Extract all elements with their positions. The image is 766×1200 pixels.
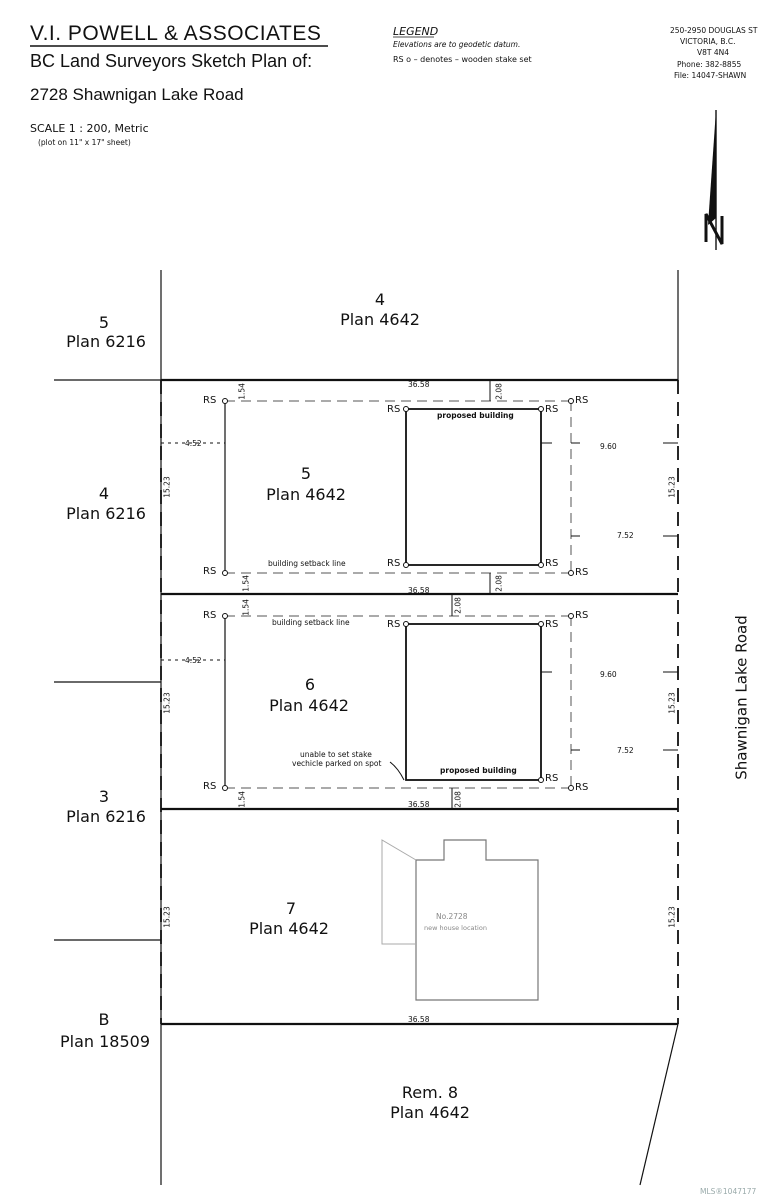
rs-label: RS: [545, 619, 559, 630]
rs-label: RS: [387, 558, 401, 569]
scale-text: SCALE 1 : 200, Metric: [30, 122, 149, 135]
lot-label-left-top-num: 5: [98, 313, 110, 332]
proposed-building-label: proposed building: [440, 766, 517, 775]
dim-depth: 15.23: [667, 906, 677, 928]
lot5-plan: Plan 4642: [266, 485, 346, 504]
dim-depth: 15.23: [667, 476, 677, 498]
rs-label: RS: [545, 773, 559, 784]
dim-width: 36.58: [408, 380, 430, 389]
rs-label: RS: [575, 610, 589, 621]
lot-rem8-plan: Plan 4642: [390, 1103, 470, 1122]
rs-label: RS: [387, 619, 401, 630]
dim-width: 36.58: [408, 800, 430, 809]
contact-phone: Phone: 382-8855: [677, 60, 742, 69]
rs-label: RS: [575, 395, 589, 406]
lot-label-left-bottom-plan: Plan 18509: [59, 1032, 151, 1051]
rs-label: RS: [203, 781, 217, 792]
setback-line-label: building setback line: [268, 559, 346, 568]
legend-title: LEGEND: [393, 25, 439, 38]
lot7-plan: Plan 4642: [249, 919, 329, 938]
contact-city: VICTORIA, B.C.: [680, 37, 736, 46]
dim-rear-upper: 9.60: [600, 670, 617, 679]
lot-label-top-plan: Plan 4642: [340, 310, 420, 329]
lot-label-left-mid-num: 4: [98, 484, 110, 503]
firm-name: V.I. POWELL & ASSOCIATES: [30, 22, 322, 45]
rs-label: RS: [545, 558, 559, 569]
proposed-building-lot5: [405, 408, 542, 566]
proposed-building-lot6: [405, 623, 542, 781]
contact-file: File: 14047-SHAWN: [674, 71, 747, 80]
house-number: No.2728: [436, 912, 468, 921]
lot-label-left-mid-plan: Plan 6216: [66, 504, 146, 523]
lot-rem8-num: Rem. 8: [401, 1083, 459, 1102]
rs-label: RS: [575, 782, 589, 793]
lot6-num: 6: [304, 675, 316, 694]
dim-front-setback: 1.54: [237, 383, 247, 400]
house-note: new house location: [424, 924, 487, 932]
dim-side-setback: 2.08: [494, 383, 504, 400]
dim-side-setback: 2.08: [453, 597, 463, 614]
contact-street: 250-2950 DOUGLAS ST: [670, 26, 758, 35]
dim-width: 36.58: [408, 1015, 430, 1024]
scale-note: (plot on 11" x 17" sheet): [38, 138, 131, 147]
lot-label-left-top-plan: Plan 6216: [66, 332, 146, 351]
dim-rear-lower: 7.52: [617, 531, 634, 540]
dim-front-setback: 1.54: [241, 575, 251, 592]
dim-depth: 15.23: [162, 906, 172, 928]
north-arrow-icon: [704, 110, 724, 250]
lot-label-left-bottom-num: B: [98, 1010, 110, 1029]
dim-left-offset: 4.52: [185, 439, 202, 448]
dim-front-setback: 1.54: [241, 599, 251, 616]
dim-left-offset: 4.52: [185, 656, 202, 665]
rs-label: RS: [203, 395, 217, 406]
dim-depth: 15.23: [667, 692, 677, 714]
dim-side-setback: 2.08: [453, 791, 463, 808]
lot7-num: 7: [285, 899, 297, 918]
lot-label-top-num: 4: [374, 290, 386, 309]
lot5-num: 5: [300, 464, 312, 483]
property-address: 2728 Shawnigan Lake Road: [30, 85, 244, 104]
mls-watermark: MLS®1047177: [700, 1187, 757, 1196]
dim-depth: 15.23: [162, 692, 172, 714]
vehicle-note: vechicle parked on spot: [292, 759, 382, 768]
lot-label-left-low-plan: Plan 6216: [66, 807, 146, 826]
rs-label: RS: [203, 566, 217, 577]
plan-subtitle: BC Land Surveyors Sketch Plan of:: [30, 51, 313, 71]
rs-label: RS: [575, 567, 589, 578]
rs-label: RS: [545, 404, 559, 415]
dim-depth: 15.23: [162, 476, 172, 498]
road-curve: [639, 1023, 679, 1186]
dim-side-setback: 2.08: [494, 575, 504, 592]
dim-width: 36.58: [408, 586, 430, 595]
setback-line-label: building setback line: [272, 618, 350, 627]
dim-rear-lower: 7.52: [617, 746, 634, 755]
house-footprint: [415, 839, 539, 1001]
legend-line-1: Elevations are to geodetic datum.: [393, 40, 521, 49]
rs-label: RS: [203, 610, 217, 621]
unable-stake-note: unable to set stake: [300, 750, 372, 759]
legend-line-2: RS o – denotes – wooden stake set: [393, 55, 532, 64]
rs-label: RS: [387, 404, 401, 415]
dim-front-setback: 1.54: [237, 791, 247, 808]
contact-postal: V8T 4N4: [697, 48, 730, 57]
road-label: Shawnigan Lake Road: [732, 615, 751, 780]
dim-rear-upper: 9.60: [600, 442, 617, 451]
lot-label-left-low-num: 3: [98, 787, 110, 806]
lot6-plan: Plan 4642: [269, 696, 349, 715]
proposed-building-label: proposed building: [437, 411, 514, 420]
